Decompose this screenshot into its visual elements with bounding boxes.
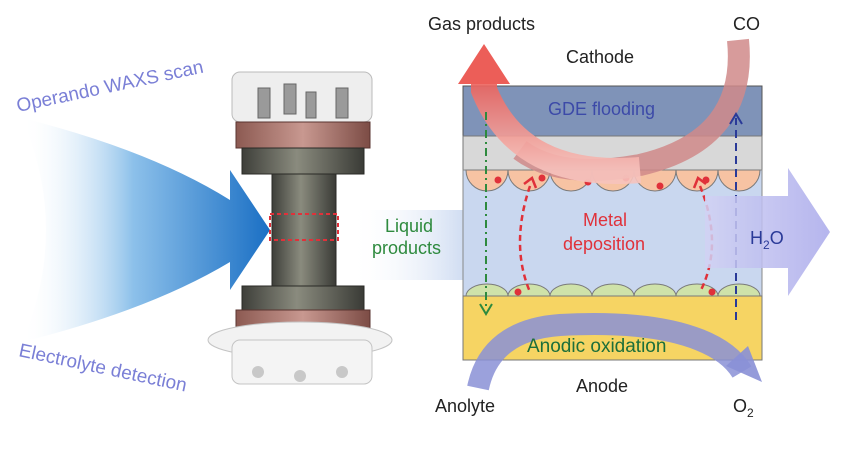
gas-products-arrowhead: [458, 44, 510, 84]
liquid-transport-arrowhead: [479, 303, 493, 316]
metal-deposition-label-1: Metal: [583, 210, 627, 230]
metal-deposition-label-2: deposition: [563, 234, 645, 254]
anodic-oxidation-label: Anodic oxidation: [527, 336, 666, 357]
xray-beam-arrow: [22, 118, 270, 342]
cathode-label: Cathode: [566, 47, 634, 67]
h2o-flood-arrowhead: [729, 112, 743, 125]
operando-waxs-label: Operando WAXS scan: [15, 57, 206, 117]
gas-products-arrow-body: [471, 80, 642, 184]
cell-hardware-illustration: [207, 71, 393, 385]
electrolyte-detection-label: Electrolyte detection: [17, 340, 189, 396]
metal-deposition-right-arrow: [698, 185, 714, 293]
h2o-label: H2O: [750, 228, 784, 252]
metal-deposition-left-arrow: [518, 185, 532, 293]
anolyte-arrowhead: [726, 346, 762, 382]
anode-label: Anode: [576, 376, 628, 396]
metal-deposition-right-head: [692, 176, 707, 189]
co-label: CO: [733, 14, 760, 34]
liquid-products-arrow: [350, 210, 465, 280]
anolyte-flow-arrow: [467, 313, 752, 391]
gde-flooding-label: GDE flooding: [548, 99, 655, 119]
gas-products-label: Gas products: [428, 14, 535, 34]
o2-label: O2: [733, 396, 754, 420]
metal-deposition-left-head: [523, 176, 538, 189]
beam-spot-marker: [269, 213, 339, 241]
anolyte-label: Anolyte: [435, 396, 495, 416]
h2o-outlet-arrow: [705, 168, 830, 296]
liquid-products-label-2: products: [372, 238, 441, 258]
liquid-products-label-1: Liquid: [385, 216, 433, 236]
